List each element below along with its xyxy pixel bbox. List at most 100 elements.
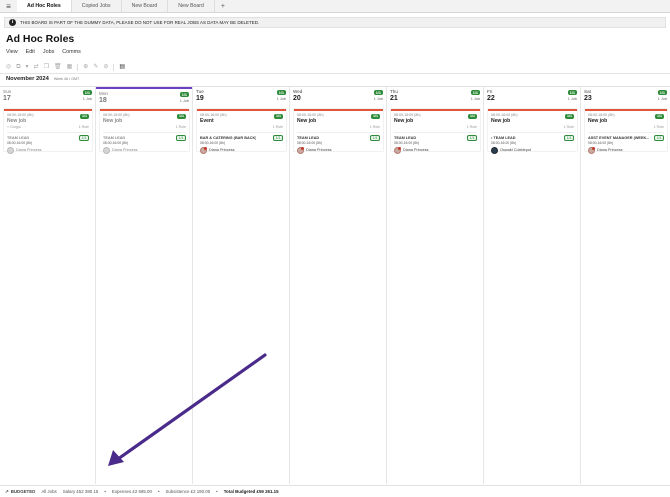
menu-view[interactable]: View bbox=[6, 49, 18, 55]
day-column-mon[interactable]: Mon 18 1/1 1 Job 08:00-16:00 (8h) 1/1 Ne… bbox=[96, 87, 193, 484]
menu-icon[interactable]: ≡ bbox=[6, 1, 11, 11]
job-card[interactable]: 08:00-16:00 (8h) 1/1 New job 1 Role TEAM… bbox=[391, 109, 480, 154]
job-meta: 1 Role bbox=[394, 125, 477, 129]
role-row[interactable]: TEAM LEAD 1/1 08:00-16:00 (8h) Diana Pri… bbox=[297, 132, 380, 154]
assignee[interactable]: Diana Princess bbox=[588, 146, 664, 154]
role-row[interactable]: TEAM LEAD 1/1 08:00-16:00 (8h) Diana Pri… bbox=[7, 132, 89, 154]
job-card[interactable]: 08:00-16:00 (8h) 1/1 New job 1 Role • TE… bbox=[488, 109, 577, 154]
assignee-name: Diana Princess bbox=[112, 148, 138, 152]
move-icon[interactable]: ⇄ bbox=[33, 64, 39, 70]
day-column-wed[interactable]: Wed 20 1/1 1 Job 08:00-16:00 (8h) 1/1 Ne… bbox=[290, 87, 387, 484]
job-time: 08:00-16:00 (8h) bbox=[200, 113, 227, 117]
remove-person-icon[interactable]: ⊘ bbox=[103, 64, 109, 70]
duplicate-icon[interactable]: ❐ bbox=[43, 64, 49, 70]
footer-subsistence: Subsistence £2 190.00 bbox=[165, 489, 211, 494]
role-fill-badge: 1/1 bbox=[467, 135, 477, 141]
day-fill-badge: 1/1 bbox=[373, 90, 383, 95]
job-card[interactable]: 08:00-16:00 (8h) 1/1 New job ⌖Gorgio 1 R… bbox=[4, 109, 92, 154]
day-header: Tue 19 1/1 1 Job bbox=[193, 87, 289, 104]
menu-comms[interactable]: Comms bbox=[62, 49, 81, 55]
month-label[interactable]: November 2024 bbox=[6, 76, 49, 82]
grid-icon[interactable]: ▦ bbox=[66, 64, 73, 70]
day-column-thu[interactable]: Thu 21 1/1 1 Job 08:00-16:00 (8h) 1/1 Ne… bbox=[387, 87, 484, 484]
day-column-tue[interactable]: Tue 19 1/1 1 Job 08:00-16:00 (8h) 1/1 Ev… bbox=[193, 87, 290, 484]
assignee-name: Oswald Cobblepot bbox=[500, 148, 532, 152]
assignee[interactable]: Diana Princess bbox=[297, 146, 380, 154]
role-row[interactable]: • TEAM LEAD 1/1 08:00-16:00 (8h) Oswald … bbox=[491, 132, 574, 154]
role-time: 08:00-16:00 (8h) bbox=[103, 141, 129, 145]
role-row[interactable]: TEAM LEAD 1/1 08:00-16:00 (8h) Diana Pri… bbox=[103, 132, 186, 154]
role-time: 08:00-16:00 (8h) bbox=[200, 141, 226, 145]
assignee[interactable]: Diana Princess bbox=[200, 146, 283, 154]
delete-icon[interactable]: 🗑 bbox=[53, 64, 62, 70]
day-header: Thu 21 1/1 1 Job bbox=[387, 87, 483, 104]
job-fill-badge: 1/1 bbox=[371, 114, 380, 119]
job-card[interactable]: 08:00-16:00 (8h) 1/1 New job 1 Role TEAM… bbox=[100, 109, 189, 154]
avatar bbox=[103, 146, 110, 154]
role-header: ASST EVENT MANAGER (WEEK... 1/1 bbox=[588, 135, 664, 141]
day-job-count: 1 Job bbox=[373, 97, 383, 101]
day-fill-badge: 1/1 bbox=[82, 90, 92, 95]
assignee[interactable]: Diana Princess bbox=[394, 146, 477, 154]
day-column-fri[interactable]: Fri 22 1/1 1 Job 08:00-16:00 (8h) 1/1 Ne… bbox=[484, 87, 581, 484]
tab-new-board-2[interactable]: New Board bbox=[168, 0, 215, 12]
menu-edit[interactable]: Edit bbox=[25, 49, 35, 55]
job-time: 08:00-16:00 (8h) bbox=[103, 113, 130, 117]
role-fill-badge: 1/1 bbox=[176, 135, 186, 141]
add-person-icon[interactable]: ⊕ bbox=[83, 64, 89, 70]
add-tab-button[interactable]: + bbox=[220, 2, 226, 10]
job-card[interactable]: 08:00-16:00 (8h) 1/1 Event 1 Role BAR & … bbox=[197, 109, 286, 154]
page-title: Ad Hoc Roles bbox=[6, 33, 75, 45]
day-number: 20 bbox=[293, 94, 301, 102]
job-card[interactable]: 08:00-16:00 (8h) 1/1 New job 1 Role ASST… bbox=[585, 109, 667, 154]
assignee-name: Diana Princess bbox=[597, 148, 623, 152]
job-meta: 1 Role bbox=[297, 125, 380, 129]
job-card[interactable]: 08:00-16:00 (8h) 1/1 New job 1 Role TEAM… bbox=[294, 109, 383, 154]
role-fill-badge: 1/1 bbox=[79, 135, 89, 141]
job-title: New job bbox=[588, 118, 608, 124]
role-header: BAR & CATERING (BAR BACK) 1/1 bbox=[200, 135, 283, 141]
role-name: TEAM LEAD bbox=[394, 136, 417, 140]
tab-bar: ≡ Ad Hoc Roles Copied Jobs New Board New… bbox=[0, 0, 670, 13]
day-column-sun[interactable]: Sun 17 1/1 1 Job 08:00-16:00 (8h) 1/1 Ne… bbox=[0, 87, 96, 484]
job-role-count: 1 Role bbox=[78, 125, 89, 129]
assignee[interactable]: Oswald Cobblepot bbox=[491, 146, 574, 154]
day-number: 19 bbox=[196, 94, 204, 102]
job-fill-badge: 1/1 bbox=[565, 114, 574, 119]
chevron-down-icon[interactable]: ▾ bbox=[25, 64, 29, 70]
day-column-sat[interactable]: Sat 23 1/1 1 Job 08:00-16:00 (8h) 1/1 Ne… bbox=[581, 87, 670, 484]
role-row[interactable]: ASST EVENT MANAGER (WEEK... 1/1 08:00-16… bbox=[588, 132, 664, 154]
banner-text: THIS BOARD IS PART OF THE DUMMY DATA, PL… bbox=[20, 20, 260, 25]
edit-icon[interactable]: ✎ bbox=[93, 64, 99, 70]
week-label: Week 46 • GMT bbox=[53, 77, 80, 81]
assignee[interactable]: Diana Princess bbox=[7, 146, 89, 154]
day-name: Tue bbox=[196, 89, 204, 94]
calendar-icon[interactable]: ▤ bbox=[119, 64, 126, 70]
info-icon: i bbox=[9, 19, 16, 26]
job-title: New job bbox=[394, 118, 414, 124]
month-header: November 2024 Week 46 • GMT bbox=[6, 76, 79, 82]
day-name: Thu bbox=[390, 89, 398, 94]
job-role-count: 1 Role bbox=[272, 125, 283, 129]
day-job-count: 1 Job bbox=[179, 99, 189, 103]
tab-ad-hoc-roles[interactable]: Ad Hoc Roles bbox=[17, 0, 72, 12]
role-row[interactable]: BAR & CATERING (BAR BACK) 1/1 08:00-16:0… bbox=[200, 132, 283, 154]
budgeted-toggle[interactable]: ↗BUDGETED bbox=[5, 489, 35, 495]
role-time: 08:00-16:00 (8h) bbox=[394, 141, 420, 145]
role-time: 08:00-16:00 (8h) bbox=[588, 141, 614, 145]
menu-jobs[interactable]: Jobs bbox=[42, 49, 55, 55]
job-fill-badge: 1/1 bbox=[80, 114, 89, 119]
role-row[interactable]: TEAM LEAD 1/1 08:00-16:00 (8h) Diana Pri… bbox=[394, 132, 477, 154]
copy-icon[interactable]: ⧉ bbox=[16, 64, 21, 70]
tab-copied-jobs[interactable]: Copied Jobs bbox=[72, 0, 122, 12]
day-job-count: 1 Job bbox=[567, 97, 577, 101]
assignee[interactable]: Diana Princess bbox=[103, 146, 186, 154]
footer-total: Total Budgeted £59 261.15 bbox=[223, 489, 279, 494]
footer-salary: Salary £52 380.15 bbox=[62, 489, 99, 494]
help-circle-icon[interactable]: ◎ bbox=[6, 64, 12, 70]
role-name: BAR & CATERING (BAR BACK) bbox=[200, 136, 257, 140]
tab-new-board-1[interactable]: New Board bbox=[122, 0, 169, 12]
job-meta: 1 Role bbox=[103, 125, 186, 129]
footer-jobs-filter[interactable]: All Jobs bbox=[41, 489, 57, 494]
role-name: TEAM LEAD bbox=[103, 136, 126, 140]
